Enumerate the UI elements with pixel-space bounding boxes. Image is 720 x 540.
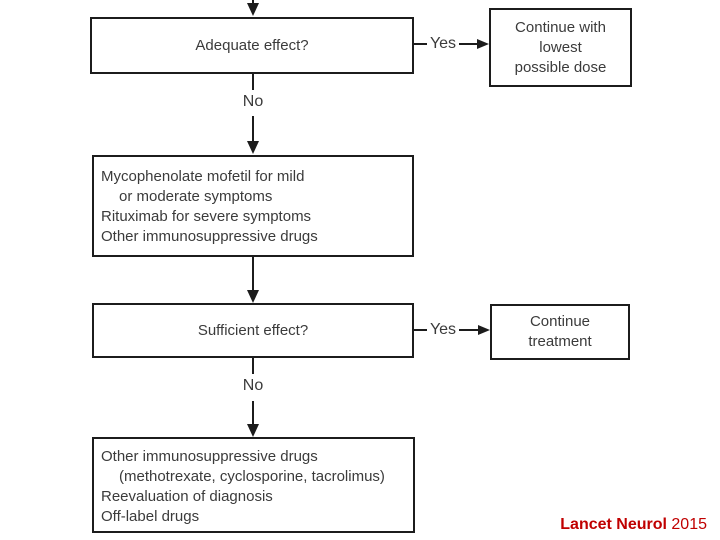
- node-escalation-line2: or moderate symptoms: [119, 188, 273, 205]
- connector-no2-line-b: [252, 401, 254, 425]
- node-continue-lowest-line1: Continue with: [515, 18, 606, 36]
- node-escalation-options: Mycophenolate mofetil for mild or modera…: [92, 155, 414, 257]
- node-alternative-options: Other immunosuppressive drugs (methotrex…: [92, 437, 415, 533]
- node-adequate-effect: Adequate effect?: [90, 17, 414, 74]
- edge-label-no1: No: [242, 93, 264, 110]
- citation-source: Lancet Neurol: [560, 516, 667, 533]
- node-continue-lowest-line3: possible dose: [514, 58, 607, 76]
- edge-label-no2: No: [242, 377, 264, 394]
- connector-no2-line-a: [252, 358, 254, 374]
- connector-no1-line-a: [252, 74, 254, 90]
- arrowhead-right-yes1-icon: [477, 39, 489, 49]
- connector-no1-line-b: [252, 116, 254, 142]
- node-continue-treatment: Continue treatment: [490, 304, 630, 360]
- node-escalation-line3: Rituximab for severe symptoms: [101, 208, 312, 225]
- node-sufficient-effect: Sufficient effect?: [92, 303, 414, 358]
- arrowhead-down-no2-icon: [247, 424, 259, 437]
- node-alternatives-line2: (methotrexate, cyclosporine, tacrolimus): [119, 468, 385, 485]
- citation: Lancet Neurol 2015: [560, 516, 707, 534]
- edge-label-yes2: Yes: [429, 321, 457, 338]
- node-alternatives-line3: Reevaluation of diagnosis: [101, 488, 273, 505]
- connector-yes1-line-b: [459, 43, 478, 45]
- arrowhead-down-escalation-icon: [247, 290, 259, 303]
- node-sufficient-effect-label: Sufficient effect?: [197, 321, 309, 339]
- node-continue-treatment-line1: Continue: [529, 313, 591, 330]
- node-continue-lowest-dose: Continue with lowest possible dose: [489, 8, 632, 87]
- node-adequate-effect-label: Adequate effect?: [195, 36, 309, 54]
- node-escalation-line4: Other immunosuppressive drugs: [101, 228, 318, 245]
- connector-escalation-line: [252, 257, 254, 292]
- arrowhead-down-no1-icon: [247, 141, 259, 154]
- node-alternatives-line4: Off-label drugs: [101, 508, 200, 525]
- node-continue-lowest-line2: lowest: [539, 38, 582, 56]
- node-continue-treatment-line2: treatment: [528, 333, 592, 350]
- arrowhead-right-yes2-icon: [478, 325, 490, 335]
- citation-year: 2015: [671, 516, 707, 533]
- node-alternatives-line1: Other immunosuppressive drugs: [101, 448, 318, 465]
- connector-yes2-line-a: [414, 329, 427, 331]
- node-escalation-line1: Mycophenolate mofetil for mild: [101, 168, 305, 185]
- arrowhead-down-entry-icon: [247, 3, 259, 16]
- edge-label-yes1: Yes: [429, 35, 457, 52]
- connector-entry-line: [252, 0, 254, 4]
- connector-yes2-line-b: [459, 329, 478, 331]
- connector-yes1-line-a: [414, 43, 427, 45]
